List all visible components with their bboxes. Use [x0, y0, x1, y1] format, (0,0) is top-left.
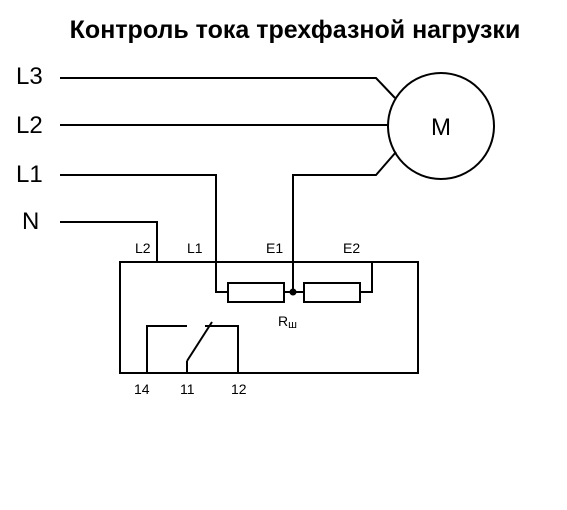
terminal-label-e1: E1 [266, 240, 283, 256]
shunt-label-main: R [278, 313, 288, 329]
terminal-label-14: 14 [134, 381, 150, 397]
wire-l1 [60, 174, 228, 293]
wire-n [60, 221, 158, 262]
wire-e2 [360, 262, 373, 293]
contact-12-lead [205, 325, 239, 373]
motor-label: M [431, 114, 451, 141]
shunt-resistor-left [227, 282, 285, 303]
shunt-label-sub: ш [288, 319, 297, 331]
line-label-l3: L3 [16, 63, 43, 90]
shunt-label: Rш [278, 313, 297, 331]
diagram-title: Контроль тока трехфазной нагрузки [70, 16, 521, 44]
contact-switch-blade [186, 321, 213, 362]
shunt-junction-dot [289, 288, 297, 296]
terminal-label-l1: L1 [187, 240, 203, 256]
terminal-label-l2: L2 [135, 240, 151, 256]
relay-box [119, 261, 419, 374]
wire-l3 [60, 77, 396, 99]
wire-motor-to-e1 [292, 151, 397, 292]
line-label-n: N [22, 208, 39, 235]
line-label-l2: L2 [16, 112, 43, 139]
terminal-label-12: 12 [231, 381, 247, 397]
line-label-l1: L1 [16, 161, 43, 188]
shunt-resistor-right [303, 282, 361, 303]
terminal-label-e2: E2 [343, 240, 360, 256]
terminal-label-11: 11 [180, 381, 195, 397]
contact-14-lead [146, 325, 187, 373]
